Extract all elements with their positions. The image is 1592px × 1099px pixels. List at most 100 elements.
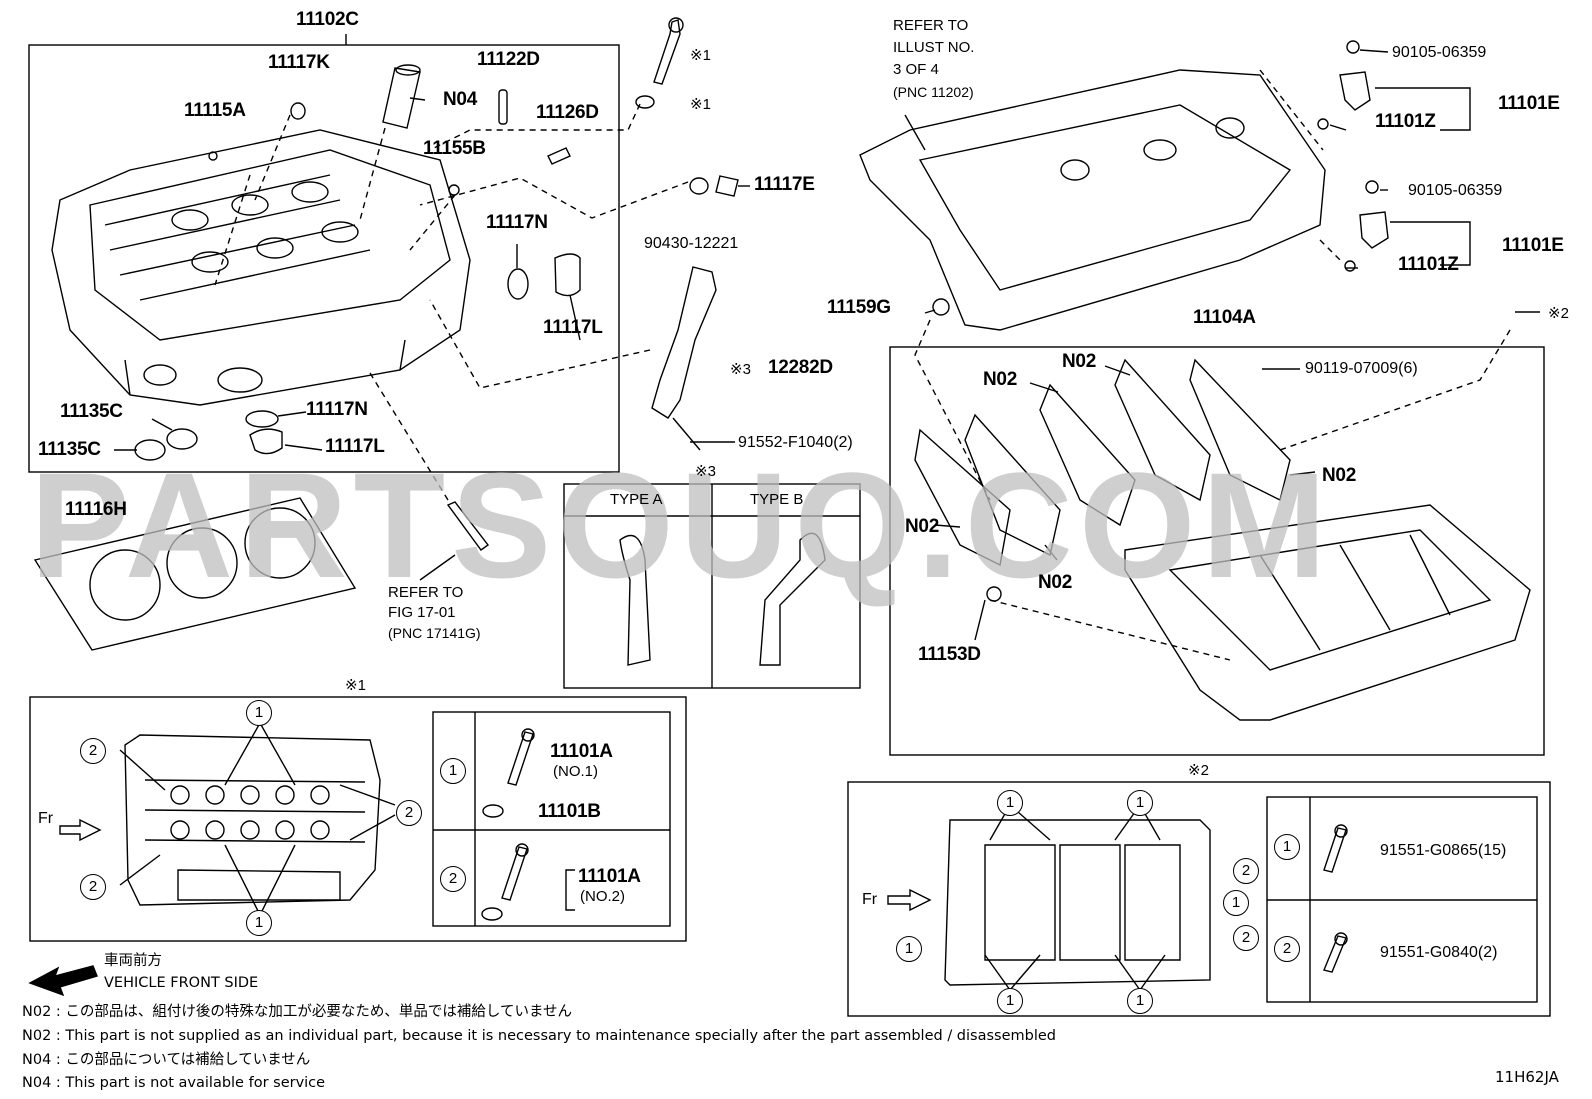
label-11122D: 11122D <box>477 49 540 70</box>
detail2-callout-1-a: 1 <box>997 790 1023 816</box>
bracket-12282D <box>651 266 717 419</box>
detail1-callout-2-a: 2 <box>80 738 106 764</box>
refer-cover-line3: 3 OF 4 <box>893 61 939 78</box>
bearing-cap-frame <box>889 346 1545 756</box>
bracket-type-a <box>619 534 651 666</box>
label-N02-a: N02 <box>1062 351 1096 372</box>
legend-jp: 車両前方 <box>104 953 162 969</box>
label-11117E: 11117E <box>754 174 815 195</box>
label-11155B: 11155B <box>423 138 486 159</box>
detail1-row1-part: 11101A <box>550 741 613 762</box>
label-11117L-a: 11117L <box>543 317 603 338</box>
note-n02-jp: N02 : この部品は、組付け後の特殊な加工が必要なため、単品では補給していませ… <box>22 1004 573 1020</box>
label-12282D: 12282D <box>768 357 833 378</box>
head-gasket <box>33 497 357 651</box>
detail2-callout-1-e: 1 <box>997 988 1023 1014</box>
detail1-frame <box>29 696 687 942</box>
front-arrow-icon <box>28 965 98 997</box>
mark-ref1-a: ※1 <box>690 47 711 64</box>
stud-bolt <box>446 501 489 551</box>
refer-cover-line4: (PNC 11202) <box>893 84 974 100</box>
label-11159G: 11159G <box>827 297 891 318</box>
detail2-callout-2-b: 2 <box>1233 925 1259 951</box>
detail1-title: ※1 <box>345 677 366 694</box>
label-N02-b: N02 <box>983 369 1017 390</box>
legend-en: VEHICLE FRONT SIDE <box>104 975 259 991</box>
label-11117K: 11117K <box>268 52 330 73</box>
detail2-row2-num: 2 <box>1274 936 1300 962</box>
cylinder-head-frame <box>28 44 620 473</box>
mark-ref1-b: ※1 <box>690 96 711 113</box>
detail1-row2-sub: (NO.2) <box>580 888 625 905</box>
bracket-type-b <box>759 532 826 666</box>
detail2-callout-1-d: 1 <box>896 936 922 962</box>
label-11116H: 11116H <box>65 499 127 520</box>
detail1-row2-num: 2 <box>440 866 466 892</box>
fr-arrow-2 <box>887 888 932 912</box>
detail1-callout-2-b: 2 <box>396 800 422 826</box>
detail2-callout-1-b: 1 <box>1127 790 1153 816</box>
detail2-callout-2-a: 2 <box>1233 858 1259 884</box>
detail1-row1-num: 1 <box>440 758 466 784</box>
note-n04-jp: N04 : この部品については補給していません <box>22 1052 311 1068</box>
label-11117L-b: 11117L <box>325 436 385 457</box>
detail1-row1-part2: 11101B <box>538 801 601 822</box>
detail2-title: ※2 <box>1188 762 1209 779</box>
note-n04-en: N04 : This part is not available for ser… <box>22 1075 326 1091</box>
label-90119-07009: 90119-07009(6) <box>1305 360 1418 377</box>
label-90105-06359-a: 90105-06359 <box>1392 44 1487 61</box>
note-n02-en: N02 : This part is not supplied as an in… <box>22 1028 1056 1044</box>
label-11101Z-b: 11101Z <box>1398 254 1459 275</box>
label-11117N-a: 11117N <box>486 212 548 233</box>
refer-cover-note: REFER TO ILLUST NO. 3 OF 4 (PNC 11202) <box>893 15 974 103</box>
type-b-label: TYPE B <box>750 491 804 508</box>
refer-fig-line2: FIG 17-01 <box>388 604 456 621</box>
detail2-callout-1-f: 1 <box>1127 988 1153 1014</box>
label-11102C: 11102C <box>296 9 359 30</box>
dashed-leaders <box>214 69 1511 661</box>
detail2-row2-part: 91551-G0840(2) <box>1380 944 1498 961</box>
type-a-label: TYPE A <box>610 491 663 508</box>
refer-cover-line2: ILLUST NO. <box>893 39 975 56</box>
label-91552-F1040: 91552-F1040(2) <box>738 434 853 451</box>
detail1-head-drawing <box>119 722 396 916</box>
mark-ref2: ※2 <box>1548 305 1569 322</box>
label-N02-d: N02 <box>905 516 939 537</box>
label-11104A: 11104A <box>1193 307 1256 328</box>
label-N02-e: N02 <box>1038 572 1072 593</box>
label-11117N-b: 11117N <box>306 399 368 420</box>
detail2-row1-num: 1 <box>1274 834 1300 860</box>
detail2-fr-label: Fr <box>862 891 878 908</box>
detail1-callout-2-c: 2 <box>80 874 106 900</box>
label-11135C-b: 11135C <box>38 439 101 460</box>
label-11115A: 11115A <box>184 100 246 121</box>
cylinder-head-drawing <box>51 129 471 406</box>
solid-leaders <box>114 34 1540 641</box>
label-11101Z-a: 11101Z <box>1375 111 1436 132</box>
cam-cover <box>859 69 1326 331</box>
label-11101E-b: 11101E <box>1502 235 1564 256</box>
label-N02-c: N02 <box>1322 465 1356 486</box>
label-11135C-a: 11135C <box>60 401 123 422</box>
label-11153D: 11153D <box>918 644 981 665</box>
type-box-title: ※3 <box>695 463 716 480</box>
refer-fig-line1: REFER TO <box>388 584 464 601</box>
bearing-caps <box>914 358 1291 567</box>
label-90430-12221: 90430-12221 <box>644 235 739 252</box>
label-90105-06359-b: 90105-06359 <box>1408 182 1503 199</box>
detail1-row1-sub: (NO.1) <box>553 763 598 780</box>
detail2-bedplate-drawing <box>944 804 1211 991</box>
label-11126D: 11126D <box>536 102 599 123</box>
refer-fig-line3: (PNC 17141G) <box>388 625 481 641</box>
refer-cover-line1: REFER TO <box>893 17 969 34</box>
diagram-code: 11H62JA <box>1495 1068 1559 1086</box>
detail2-frame <box>847 781 1551 1017</box>
detail1-callout-1-b: 1 <box>246 910 272 936</box>
detail1-row2-part: 11101A <box>578 866 641 887</box>
label-11101E-a: 11101E <box>1498 93 1560 114</box>
fr-arrow-1 <box>59 818 102 842</box>
label-N04: N04 <box>443 89 477 110</box>
detail2-row1-part: 91551-G0865(15) <box>1380 842 1507 859</box>
